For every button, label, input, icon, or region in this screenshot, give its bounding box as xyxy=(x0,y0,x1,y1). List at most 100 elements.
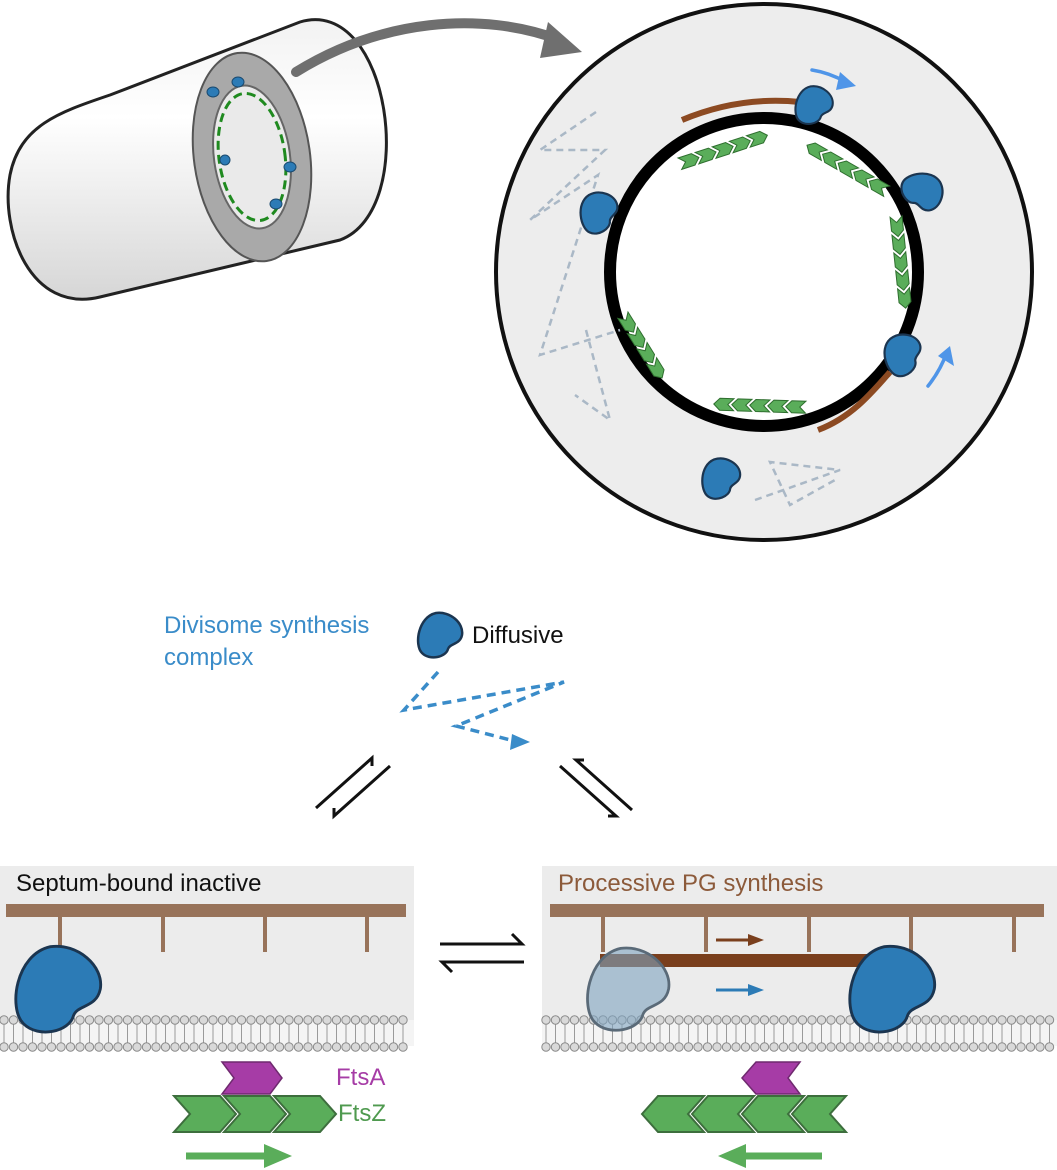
lipid-head xyxy=(369,1042,380,1052)
pg-strand-bottom xyxy=(816,370,893,433)
lipid-head xyxy=(151,1015,161,1025)
panel-processive xyxy=(542,866,1057,1168)
faint-diffusion-paths xyxy=(529,110,841,507)
panel-title-right: Processive PG synthesis xyxy=(558,870,824,897)
ftsz-right-chain xyxy=(640,1095,849,1133)
lipid-head xyxy=(883,1042,893,1052)
lipid-head xyxy=(645,1042,656,1052)
lipid-head xyxy=(873,1042,884,1052)
lipid-head xyxy=(1035,1042,1045,1052)
ftsa-right xyxy=(741,1061,802,1095)
lipid-head xyxy=(1016,1042,1026,1052)
lipid-head xyxy=(170,1042,180,1052)
lipid-head xyxy=(274,1015,285,1025)
lipid-head xyxy=(826,1042,836,1052)
lipid-head xyxy=(902,1042,912,1052)
panel-title-left: Septum-bound inactive xyxy=(16,870,262,897)
diffusion-arrowhead xyxy=(510,734,530,750)
lipid-head xyxy=(236,1015,247,1025)
lipid-head xyxy=(560,1042,570,1052)
lipid-head xyxy=(398,1042,408,1052)
lipid-head xyxy=(617,1042,627,1052)
lipid-head xyxy=(122,1015,133,1025)
lipid-head xyxy=(37,1042,47,1052)
lipid-head xyxy=(331,1015,342,1025)
lipid-head xyxy=(236,1042,247,1052)
lipid-head xyxy=(949,1042,960,1052)
lipid-head xyxy=(303,1015,313,1025)
lipid-head xyxy=(388,1015,399,1025)
lipid-head xyxy=(1044,1042,1055,1052)
lipid-head xyxy=(598,1042,608,1052)
diffusive-section xyxy=(315,611,633,820)
lipid-head xyxy=(788,1015,798,1025)
lipid-head xyxy=(1006,1015,1017,1025)
lipid-head xyxy=(892,1042,903,1052)
lipid-head xyxy=(94,1042,104,1052)
lipid-head xyxy=(189,1042,199,1052)
complex-label-line2: complex xyxy=(164,644,254,671)
lipid-head xyxy=(569,1042,580,1052)
lipid-head xyxy=(788,1042,798,1052)
lipid-head xyxy=(702,1042,713,1052)
pg-strand-top xyxy=(680,97,801,123)
lipid-head xyxy=(217,1015,228,1025)
lipid-head xyxy=(303,1042,313,1052)
lipid-head xyxy=(255,1015,266,1025)
lipid-head xyxy=(607,1042,618,1052)
lipid-head xyxy=(693,1015,703,1025)
lipid-head xyxy=(84,1042,95,1052)
lipid-head xyxy=(189,1015,199,1025)
lipid-head xyxy=(797,1042,808,1052)
lipid-head xyxy=(132,1015,142,1025)
lipid-head xyxy=(769,1015,779,1025)
lipid-head xyxy=(1025,1015,1036,1025)
ftsz-left-chain xyxy=(171,1095,338,1133)
lipid-head xyxy=(284,1042,294,1052)
lipid-head xyxy=(674,1042,684,1052)
lipid-head xyxy=(959,1042,969,1052)
complex-direction-arrowhead xyxy=(748,984,764,996)
lipid-head xyxy=(655,1015,665,1025)
lipid-head xyxy=(0,1015,9,1025)
lipid-head xyxy=(255,1042,266,1052)
lipid-head xyxy=(151,1042,161,1052)
ftsz-ring-small xyxy=(216,91,288,223)
lipid-head xyxy=(141,1015,152,1025)
lipid-head xyxy=(959,1015,969,1025)
lipid-head xyxy=(208,1042,218,1052)
lipid-head xyxy=(132,1042,142,1052)
lipid-head xyxy=(930,1015,941,1025)
lipid-head xyxy=(84,1015,95,1025)
lipid-head xyxy=(987,1015,998,1025)
lipid-head xyxy=(911,1042,922,1052)
lipid-head xyxy=(170,1015,180,1025)
ftsz-label: FtsZ xyxy=(338,1100,386,1127)
lipid-head xyxy=(712,1015,722,1025)
lipid-head xyxy=(293,1042,304,1052)
lipid-head xyxy=(56,1042,66,1052)
lipid-head xyxy=(113,1015,123,1025)
lipid-head xyxy=(759,1042,770,1052)
pg-bar-right xyxy=(550,904,1044,917)
lipid-head xyxy=(284,1015,294,1025)
small-complexes xyxy=(206,76,297,210)
lipid-head xyxy=(968,1042,979,1052)
pg-direction-arrowhead xyxy=(748,934,764,946)
lipid-head xyxy=(322,1015,332,1025)
lipid-head xyxy=(388,1042,399,1052)
lipid-head xyxy=(807,1042,817,1052)
lipid-head xyxy=(541,1015,551,1025)
lipid-head xyxy=(398,1015,408,1025)
lipid-head xyxy=(997,1015,1007,1025)
lipid-head xyxy=(0,1042,9,1052)
lipid-head xyxy=(75,1015,85,1025)
ftsa-label: FtsA xyxy=(336,1064,386,1091)
zoom-arrow xyxy=(291,18,565,77)
zoom-arrowhead xyxy=(540,22,582,58)
lipid-head xyxy=(350,1042,361,1052)
inner-hole xyxy=(610,118,918,426)
new-pg-strand xyxy=(600,954,882,967)
lipid-head xyxy=(1035,1015,1045,1025)
movement-arrowheads xyxy=(836,72,954,366)
